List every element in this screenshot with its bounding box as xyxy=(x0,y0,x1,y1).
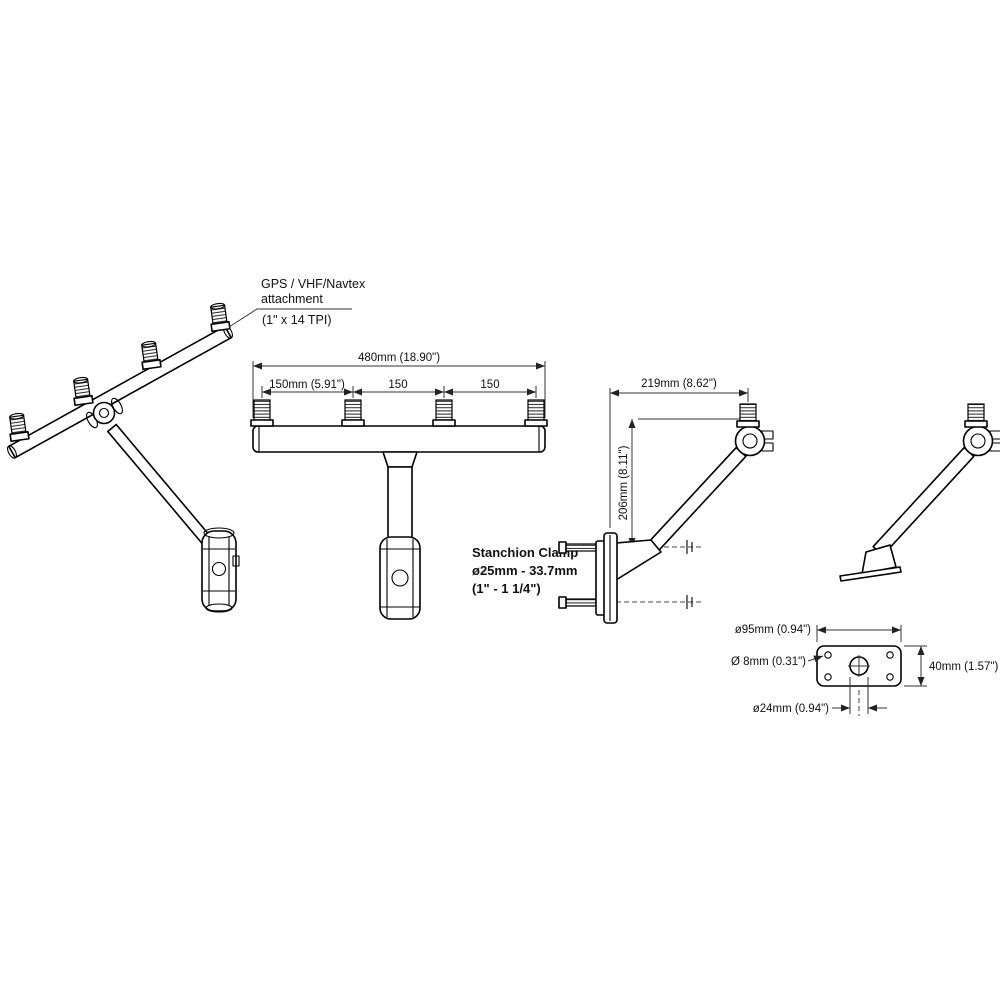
antenna-stud xyxy=(524,399,548,427)
stud-flange xyxy=(432,419,456,427)
extension-lines-40 xyxy=(904,645,927,687)
clamp-bolt-hole xyxy=(211,561,227,577)
side-view-dimensioned: 219mm (8.62") 206mm (8.11") xyxy=(558,378,774,624)
antenna-stud xyxy=(341,399,365,427)
corner-hole xyxy=(886,673,894,681)
clamp-top-cap xyxy=(203,527,235,539)
attachment-leader-line xyxy=(228,308,352,328)
clamp-detail-lines xyxy=(203,537,235,606)
extension-lines-95 xyxy=(816,625,902,642)
clamp-bolt-head xyxy=(558,541,567,554)
pivot-bolt xyxy=(98,407,110,419)
thread-section xyxy=(344,399,362,421)
center-post xyxy=(387,466,413,539)
stud-flange xyxy=(341,419,365,427)
stud-cap xyxy=(210,302,226,310)
support-arm xyxy=(107,423,213,547)
clamp-label-line2: ø25mm - 33.7mm xyxy=(472,563,578,578)
mount-bar xyxy=(252,425,546,453)
stanchion-clamp-front xyxy=(379,536,421,620)
support-arm xyxy=(872,446,975,557)
hole-leader-line xyxy=(807,655,824,663)
thread-section xyxy=(967,403,985,422)
front-view: 480mm (18.90") 150mm (5.91") 150 150 xyxy=(250,352,578,620)
attachment-thread-spec: (1" x 14 TPI) xyxy=(262,313,332,327)
stud-flange xyxy=(736,420,760,428)
pivot-boss xyxy=(92,401,116,425)
stud-cap xyxy=(73,376,89,384)
clamp-bolt-hole xyxy=(391,569,409,587)
side-view-plain xyxy=(839,403,1000,582)
stanchion-clamp-perspective xyxy=(201,527,240,613)
clamp-bottom-cap xyxy=(205,603,233,613)
clamp-body xyxy=(379,536,421,620)
clamp-label-line1: Stanchion Clamp xyxy=(472,545,578,560)
tube-end-cap-left xyxy=(7,445,17,459)
antenna-stud xyxy=(432,399,456,427)
dim-8-label: Ø 8mm (0.31") xyxy=(731,656,806,668)
stud-flange xyxy=(9,431,30,443)
center-hole-cross-marks xyxy=(848,655,870,677)
dim-206-label: 206mm (8.11") xyxy=(618,445,630,520)
extension-lines-overall xyxy=(252,361,546,418)
bar-end-lines xyxy=(258,426,540,452)
base-plate-top-view: ø95mm (0.94") Ø 8mm (0.31") 40mm (1.57")… xyxy=(731,624,998,716)
antenna-stud xyxy=(250,399,274,427)
post-collar xyxy=(382,451,418,468)
thread-section xyxy=(527,399,545,421)
dim-150-label-2: 150 xyxy=(388,379,407,391)
clamp-detail-lines xyxy=(380,539,420,617)
stud-flange xyxy=(964,420,988,428)
dim-95-label: ø95mm (0.94") xyxy=(735,624,811,636)
antenna-stud xyxy=(141,340,162,371)
support-arm xyxy=(648,446,747,552)
attachment-label-line2: attachment xyxy=(261,292,323,306)
corner-hole xyxy=(824,651,832,659)
dim-150-label-3: 150 xyxy=(480,379,499,391)
attachment-label-line1: GPS / VHF/Navtex xyxy=(261,277,366,291)
corner-hole xyxy=(824,673,832,681)
arm-to-clamp-bracket xyxy=(615,539,662,581)
antenna-stud xyxy=(9,412,30,443)
antenna-stud xyxy=(210,302,231,333)
stud-flange xyxy=(524,419,548,427)
dim-219-label: 219mm (8.62") xyxy=(641,378,717,390)
stud-cap xyxy=(141,340,157,348)
pivot-boss xyxy=(734,425,766,457)
dim-150-label-1: 150mm (5.91") xyxy=(269,379,345,391)
stud-flange xyxy=(73,395,94,407)
corner-hole xyxy=(886,651,894,659)
nut-marks xyxy=(686,540,693,609)
thread-section xyxy=(435,399,453,421)
perspective-view: GPS / VHF/Navtex attachment (1" x 14 TPI… xyxy=(7,277,366,613)
thread-section xyxy=(739,403,757,422)
pivot-bolt xyxy=(742,433,758,449)
stud-flange xyxy=(250,419,274,427)
clamp-lug xyxy=(232,555,240,567)
clamp-label-line3: (1" - 1 1/4") xyxy=(472,581,541,596)
clamp-bolt-shaft xyxy=(565,598,597,607)
clamp-bolt-head xyxy=(558,596,567,609)
dim-40-label: 40mm (1.57") xyxy=(929,661,998,673)
stud-flange xyxy=(210,321,231,333)
clamp-bolt-shaft xyxy=(565,543,597,552)
extension-lines-219 xyxy=(609,388,749,528)
pivot-bolt xyxy=(970,433,986,449)
clamp-body xyxy=(201,530,237,612)
stud-flange xyxy=(141,359,162,371)
antenna-stud xyxy=(73,376,94,407)
stud-cap xyxy=(9,412,25,420)
base-plate-edge xyxy=(839,566,902,582)
dim-24-label: ø24mm (0.94") xyxy=(753,703,829,715)
pivot-boss xyxy=(962,425,994,457)
dim-480-label: 480mm (18.90") xyxy=(358,352,440,364)
thread-section xyxy=(253,399,271,421)
